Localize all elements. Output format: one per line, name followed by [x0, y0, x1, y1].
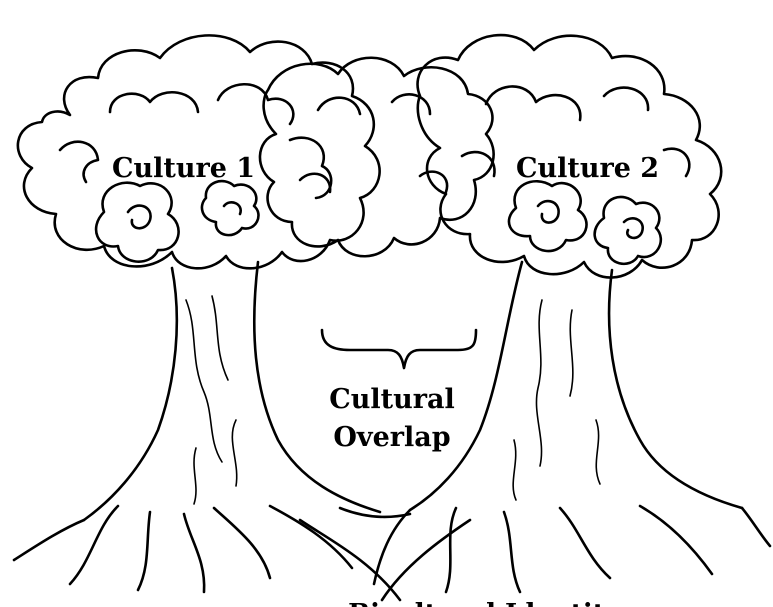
intertwined-roots: [300, 508, 470, 600]
right-root: [446, 508, 456, 592]
right-canopy-curl: [462, 152, 495, 176]
left-root: [214, 508, 270, 578]
left-canopy-swirl-inner: [224, 202, 241, 214]
left-bark-line: [212, 296, 228, 380]
right-root: [742, 508, 770, 546]
left-canopy-swirl: [96, 183, 179, 262]
shared-canopy-curl: [318, 98, 360, 114]
left-trunk-left-edge: [84, 268, 177, 520]
left-canopy-outline: [18, 35, 380, 268]
right-trunk-right-edge: [609, 270, 742, 508]
cultural-overlap-label-line-2: Overlap: [333, 422, 450, 453]
left-canopy-curl: [218, 84, 293, 124]
shared-canopy-curl: [392, 94, 430, 114]
caption-text: Bicultural Identity: [348, 599, 621, 607]
left-bark-line: [232, 420, 236, 486]
right-canopy-curl: [486, 86, 580, 120]
right-root: [640, 506, 712, 574]
left-canopy-swirl-inner: [128, 206, 151, 229]
right-canopy-curl: [604, 88, 648, 110]
right-root: [560, 508, 610, 578]
cultural-overlap-label-line-1: Cultural: [329, 384, 454, 415]
left-canopy-curl: [290, 138, 331, 198]
left-root: [138, 512, 150, 590]
left-tree: [14, 35, 380, 592]
left-bark-line: [194, 448, 196, 504]
right-canopy-swirl-inner: [624, 218, 643, 238]
shared-canopy-curl: [420, 172, 447, 192]
right-canopy-swirl-inner: [538, 201, 559, 223]
left-canopy-curl: [60, 142, 98, 182]
right-tree: [374, 35, 770, 592]
left-root: [14, 520, 84, 560]
right-bark-line: [536, 300, 542, 466]
right-bark-line: [596, 420, 600, 484]
culture-2-label: Culture 2: [516, 153, 659, 184]
right-canopy-curl: [664, 149, 689, 176]
overlap-brace: [322, 330, 476, 368]
right-root: [504, 512, 520, 592]
middle-root: [382, 520, 470, 600]
right-bark-line: [513, 440, 516, 500]
right-bark-line: [570, 310, 573, 396]
left-canopy-curl: [110, 92, 198, 112]
left-root: [184, 514, 204, 592]
left-canopy-swirl: [202, 181, 259, 235]
shared-canopy-curl: [300, 174, 330, 192]
right-canopy-swirl: [509, 181, 587, 251]
left-root: [270, 506, 352, 568]
culture-1-label: Culture 1: [112, 153, 255, 184]
left-root: [70, 506, 118, 584]
